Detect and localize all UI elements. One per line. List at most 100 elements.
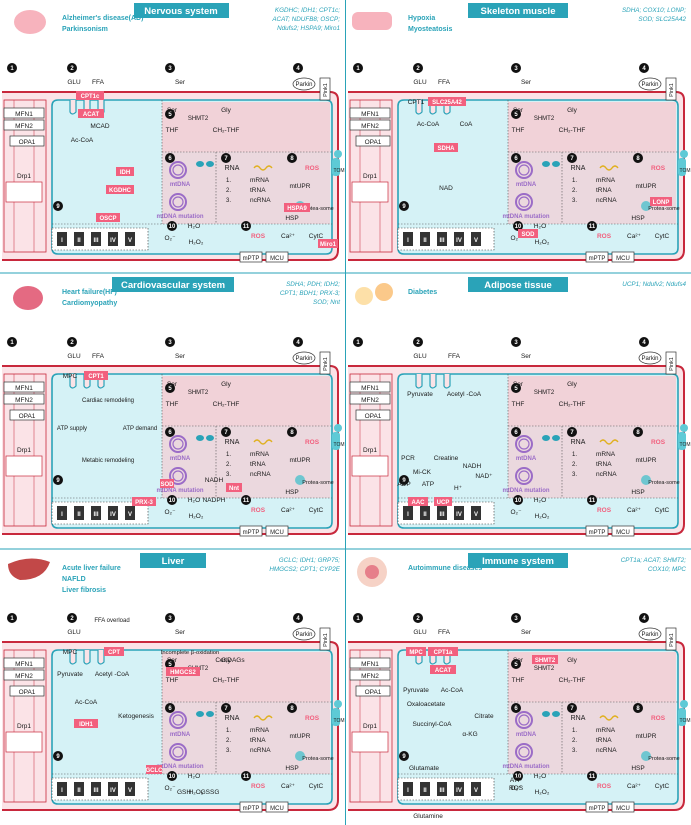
miro1-tag: Miro1 [320, 242, 337, 248]
panel-title: Immune system [482, 556, 554, 567]
hsp-label: HSP [285, 215, 298, 222]
sdha-tag: SDHA [437, 146, 455, 152]
complex-iv: IV [456, 238, 462, 244]
idh1-tag-bg [74, 719, 98, 728]
step-4: 4 [642, 66, 646, 72]
step-3: 3 [168, 66, 172, 72]
step-2: 2 [70, 66, 74, 72]
complex-iii: III [439, 788, 444, 794]
step-7: 7 [224, 706, 228, 712]
calcium-label: Ca²⁺ [627, 783, 641, 790]
mrna-label: mRNA [596, 451, 616, 458]
step-7: 7 [224, 430, 228, 436]
step-4-dot [639, 613, 649, 623]
ros-upper-label: ROS [305, 439, 320, 446]
step-6: 6 [168, 706, 172, 712]
gssg-label: GSSG [201, 789, 220, 796]
miro1-tag-bg [318, 239, 338, 248]
oscp-tag: OSCP [99, 216, 116, 222]
opa1-label: OPA1 [365, 139, 382, 146]
ch2thf-label: CH₂-THF [559, 677, 586, 684]
step-5-dot [165, 383, 175, 393]
cpt1-label: CPT1 [408, 99, 425, 106]
gly-label: Gly [567, 107, 578, 114]
mfn2-label: MFN2 [15, 673, 33, 680]
panel-title: Skeleton muscle [481, 6, 556, 17]
complex-ii-block [74, 782, 84, 796]
pink1-label: Pink1 [669, 633, 675, 647]
slc25a42-tag-bg [428, 97, 466, 106]
step-9-dot [399, 751, 409, 761]
atp-label: ATP [422, 481, 434, 488]
proteasome-label: Protea-some [302, 206, 334, 212]
step-2: 2 [416, 340, 420, 346]
step-9-dot [53, 475, 63, 485]
mrna-label: mRNA [596, 177, 616, 184]
superoxide-label: O₂⁻ [510, 509, 522, 516]
cytc-label: CytC [655, 783, 670, 790]
step-3-dot [165, 63, 175, 73]
slc25a42-tag: SLC25A42 [432, 100, 462, 106]
gly-label: Gly [567, 381, 578, 388]
parkin-label: Parkin [295, 632, 312, 638]
line-3: 3. [572, 472, 577, 478]
step-2-dot [413, 337, 423, 347]
mfn1-label: MFN1 [361, 385, 379, 392]
mrna-label: mRNA [250, 451, 270, 458]
h2o2-label: H₂O₂ [535, 789, 550, 796]
mcu-label: MCU [270, 806, 284, 812]
ser-label: Ser [521, 79, 532, 86]
complex-i-block [403, 782, 413, 796]
h2o2-label: H₂O₂ [189, 239, 204, 246]
acoa-label: Ac-CoA [71, 137, 94, 144]
citrate-label: Citrate [474, 713, 494, 720]
h2o2-label: H₂O₂ [535, 239, 550, 246]
akg-label: α-KG [462, 731, 477, 738]
acoa-label: Ac-CoA [441, 687, 464, 694]
step-6-dot [511, 703, 521, 713]
mfn1-label: MFN1 [15, 385, 33, 392]
step-5-dot [511, 659, 521, 669]
step-9: 9 [56, 754, 60, 760]
calcium-label: Ca²⁺ [281, 233, 295, 240]
complex-iii-block [437, 782, 447, 796]
parkin-label: Parkin [641, 82, 658, 88]
ncrna-label: ncRNA [596, 747, 617, 754]
step-5-dot [511, 109, 521, 119]
step-4: 4 [642, 340, 646, 346]
mfn2-label: MFN2 [15, 397, 33, 404]
complex-i-block [403, 506, 413, 520]
complex-i-block [57, 782, 67, 796]
complex-iii: III [93, 238, 98, 244]
aac-tag: AAC [412, 500, 426, 506]
superoxide-label: O₂⁻ [164, 785, 176, 792]
ncrna-label: ncRNA [250, 471, 271, 478]
ros-lower-label: ROS [251, 783, 266, 790]
step-9: 9 [56, 478, 60, 484]
complex-i: I [407, 238, 409, 244]
complex-ii-block [420, 506, 430, 520]
complex-v-block [125, 232, 135, 246]
line-2: 2. [572, 188, 577, 194]
step-6-dot [165, 153, 175, 163]
thf-label: THF [512, 401, 525, 408]
disease-1: Hypoxia [408, 15, 435, 22]
gly-label: Gly [221, 381, 232, 388]
calcium-label: Ca²⁺ [281, 783, 295, 790]
sdha-tag-bg [434, 143, 458, 152]
hsp-label: HSP [631, 489, 644, 496]
ros-upper-label: ROS [651, 715, 666, 722]
step-7-dot [221, 703, 231, 713]
step-1-dot [353, 63, 363, 73]
ros-upper-label: ROS [305, 715, 320, 722]
hsp-label: HSP [285, 489, 298, 496]
ncrna-label: ncRNA [250, 197, 271, 204]
step-11-dot [587, 771, 597, 781]
mtdna-label: mtDNA [516, 732, 537, 738]
step-9-dot [399, 475, 409, 485]
superoxide-label: O₂⁻ [164, 235, 176, 242]
cpt1a-tag-bg [428, 647, 458, 656]
lonp-tag: LONP [653, 200, 670, 206]
step-11-dot [241, 495, 251, 505]
